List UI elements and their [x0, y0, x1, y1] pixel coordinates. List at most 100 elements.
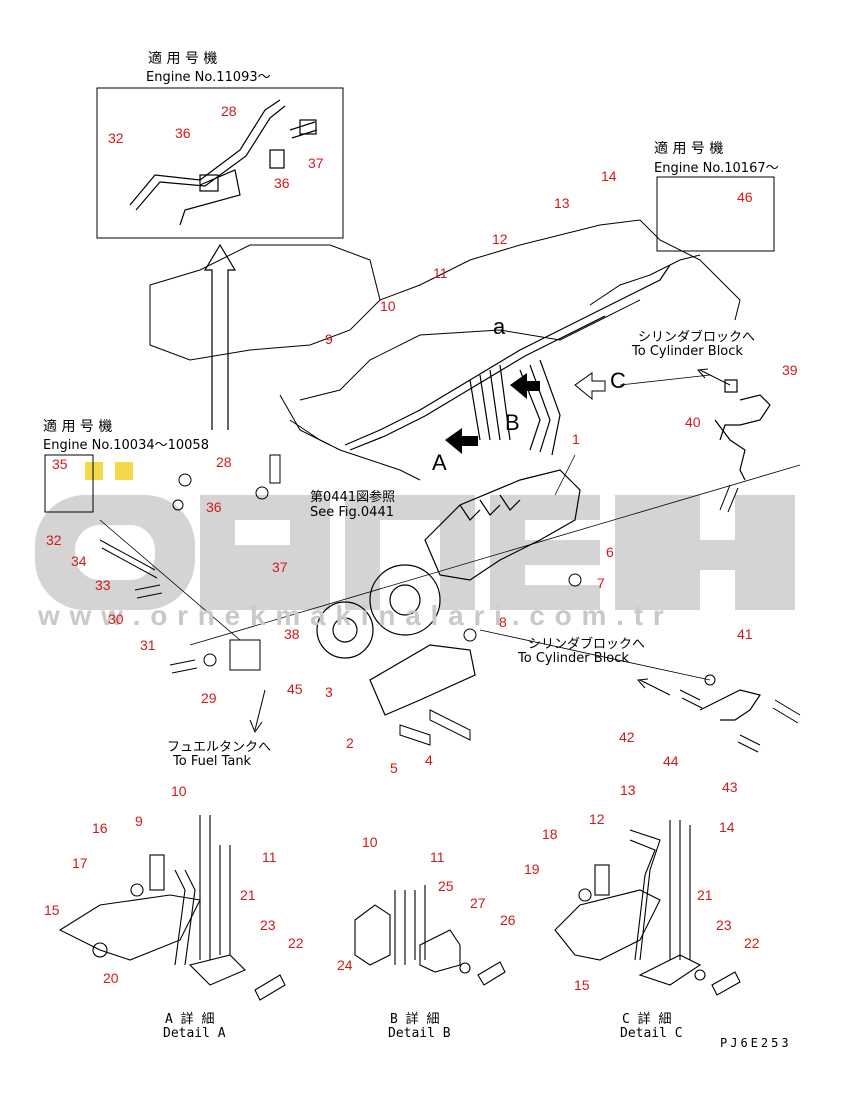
- detail-b-callout-10: 10: [362, 834, 378, 850]
- detail-a-callout-21: 21: [240, 887, 256, 903]
- detail-a-callout-15: 15: [44, 902, 60, 918]
- callout-36: 36: [274, 175, 290, 191]
- callout-40: 40: [685, 414, 701, 430]
- detail-c-callout-13: 13: [620, 782, 636, 798]
- callout-35: 35: [52, 456, 68, 472]
- callout-44: 44: [663, 753, 679, 769]
- view-letter-B: B: [505, 410, 520, 435]
- detail-a-parts: [58, 815, 286, 1001]
- fuel-tank-arrow-icon: [249, 689, 266, 734]
- right-pipes: [699, 379, 771, 721]
- callout-33: 33: [95, 577, 111, 593]
- see-fig-jp: 第0441図参照: [310, 490, 396, 505]
- leader-lines: [99, 374, 801, 681]
- callout-43: 43: [722, 779, 738, 795]
- callout-13: 13: [554, 195, 570, 211]
- callout-1: 1: [572, 431, 580, 447]
- callout-29: 29: [201, 690, 217, 706]
- detail-c-callout-15: 15: [574, 977, 590, 993]
- callout-28: 28: [221, 103, 237, 119]
- detail-b-callout-11: 11: [430, 849, 445, 865]
- callout-39: 39: [782, 362, 798, 378]
- callout-42: 42: [619, 729, 635, 745]
- detail-a-jp: A 詳 細: [165, 1012, 215, 1027]
- detail-b-en: Detail B: [388, 1026, 451, 1041]
- detail-c-parts: [554, 820, 741, 996]
- detail-a-callout-23: 23: [260, 917, 276, 933]
- cyl-block-2-en: To Cylinder Block: [518, 651, 629, 666]
- inset-left-en: Engine No.10034～10058: [43, 438, 209, 453]
- callout-8: 8: [499, 614, 507, 630]
- fuel-tank-en: To Fuel Tank: [173, 754, 252, 769]
- callout-28: 28: [216, 454, 232, 470]
- detail-a-callout-9: 9: [135, 813, 143, 829]
- detail-b-callout-25: 25: [438, 878, 454, 894]
- callout-12: 12: [492, 231, 508, 247]
- detail-c-jp: C 詳 細: [622, 1012, 672, 1027]
- inset-box-left: [44, 454, 94, 513]
- inset-left-jp: 適 用 号 機: [43, 419, 113, 435]
- detail-c-callout-21: 21: [697, 887, 713, 903]
- cyl-block-1-en: To Cylinder Block: [632, 344, 743, 359]
- detail-c-callout-12: 12: [589, 811, 605, 827]
- inset-top-en: Engine No.11093～: [146, 70, 271, 85]
- callout-45: 45: [287, 681, 303, 697]
- detail-c-en: Detail C: [620, 1026, 683, 1041]
- callout-6: 6: [606, 544, 614, 560]
- detail-c-callout-19: 19: [524, 861, 540, 877]
- detail-b-callout-26: 26: [500, 912, 516, 928]
- detail-a-callout-16: 16: [92, 820, 108, 836]
- callout-7: 7: [597, 575, 605, 591]
- watermark-url: w w w . o r n e k m a k i n a l a r i . …: [38, 600, 665, 631]
- cyl-block-2-jp: シリンダブロックへ: [528, 637, 646, 652]
- view-letter-C: C: [610, 368, 626, 393]
- callout-31: 31: [140, 637, 156, 653]
- top-inset-tube: [129, 99, 318, 226]
- inset-box-right: [656, 176, 775, 252]
- callout-3: 3: [325, 684, 333, 700]
- callout-11: 11: [433, 265, 448, 281]
- callout-36: 36: [206, 499, 222, 515]
- inset-right-jp: 適 用 号 機: [654, 141, 724, 157]
- callout-32: 32: [46, 532, 62, 548]
- cyl-block-1-jp: シリンダブロックへ: [638, 330, 756, 345]
- inset-box-top: [96, 87, 344, 239]
- engine-block: [149, 219, 741, 481]
- callout-4: 4: [425, 752, 433, 768]
- callout-37: 37: [272, 559, 288, 575]
- detail-c-callout-18: 18: [542, 826, 558, 842]
- detail-a-callout-11: 11: [262, 849, 277, 865]
- callout-36: 36: [175, 125, 191, 141]
- callout-41: 41: [737, 626, 753, 642]
- callout-30: 30: [108, 611, 124, 627]
- detail-a-callout-20: 20: [103, 970, 119, 986]
- detail-b-callout-24: 24: [337, 957, 353, 973]
- inset-right-en: Engine No.10167～: [654, 161, 779, 176]
- fasteners: [99, 454, 801, 753]
- detail-c-callout-23: 23: [716, 917, 732, 933]
- detail-b-callout-27: 27: [470, 895, 486, 911]
- detail-c-callout-22: 22: [744, 935, 760, 951]
- drawing-code: PJ6E253: [720, 1036, 792, 1050]
- detail-b-parts: [354, 885, 506, 986]
- inset-top-jp: 適 用 号 機: [148, 51, 218, 67]
- detail-a-callout-17: 17: [72, 855, 88, 871]
- view-arrows: [445, 372, 606, 454]
- detail-a-callout-22: 22: [288, 935, 304, 951]
- injection-pump: [316, 469, 581, 716]
- view-letter-A: A: [432, 450, 447, 475]
- view-letter-a-small: a: [493, 314, 506, 339]
- detail-a-en: Detail A: [163, 1026, 226, 1041]
- callout-5: 5: [390, 760, 398, 776]
- detail-b-jp: B 詳 細: [390, 1012, 440, 1027]
- callout-38: 38: [284, 626, 300, 642]
- callout-37: 37: [308, 155, 324, 171]
- callout-14: 14: [601, 168, 617, 184]
- callout-34: 34: [71, 553, 87, 569]
- callout-32: 32: [108, 130, 124, 146]
- callout-2: 2: [346, 735, 354, 751]
- callout-9: 9: [325, 331, 333, 347]
- fuel-tank-jp: フュエルタンクへ: [167, 740, 272, 755]
- arrow-up-icon: [203, 243, 237, 430]
